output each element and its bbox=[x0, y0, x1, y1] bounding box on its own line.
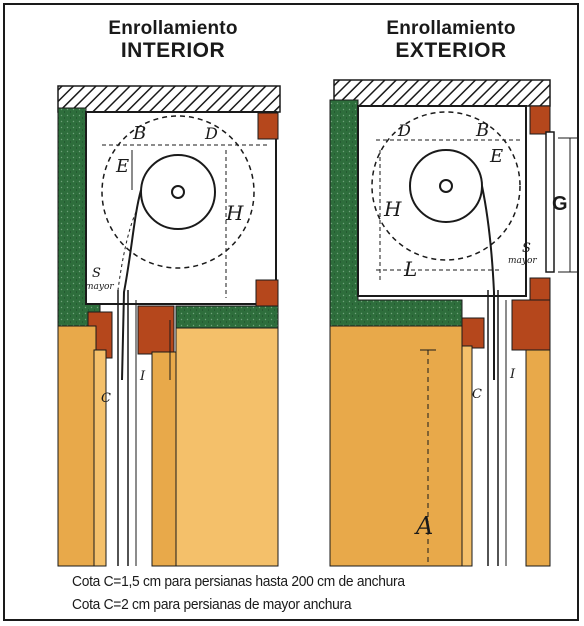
label-b-interior: B bbox=[132, 123, 146, 144]
label-e-interior: E bbox=[115, 156, 129, 177]
roll-max-diameter-exterior bbox=[371, 111, 521, 261]
ceiling-hatch-right bbox=[333, 79, 551, 107]
label-i-exterior: I bbox=[509, 367, 516, 382]
title-interior: Enrollamiento INTERIOR bbox=[48, 18, 298, 62]
title-exterior: Enrollamiento EXTERIOR bbox=[326, 18, 576, 62]
label-mayor-interior: mayor bbox=[85, 282, 114, 292]
label-mayor-exterior: mayor bbox=[508, 256, 537, 266]
roller-box-interior bbox=[85, 111, 277, 305]
wood-wall-right-interior bbox=[175, 327, 279, 567]
title-exterior-line2: EXTERIOR bbox=[395, 39, 507, 62]
wood-frame-left-exterior bbox=[461, 345, 473, 567]
label-c-interior: C bbox=[101, 391, 111, 406]
label-i-interior: I bbox=[139, 369, 146, 384]
caption-line1: Cota C=1,5 cm para persianas hasta 200 c… bbox=[72, 573, 405, 590]
label-l-exterior: L bbox=[403, 257, 417, 281]
diagram-exterior: B D E H G L S mayor C I A bbox=[329, 79, 578, 567]
roll-axle-interior bbox=[171, 185, 185, 199]
ceiling-hatch-left bbox=[57, 85, 281, 113]
brick-top-interior bbox=[257, 112, 279, 140]
wood-wall-left-interior bbox=[57, 325, 97, 567]
diagram-interior: B D E H S mayor C I bbox=[57, 85, 281, 567]
brick-frame-inner-interior bbox=[137, 305, 175, 355]
caption-line2: Cota C=2 cm para persianas de mayor anch… bbox=[72, 596, 352, 613]
wood-frame-right-exterior bbox=[525, 349, 551, 567]
title-exterior-line1: Enrollamiento bbox=[386, 18, 516, 39]
label-s-interior: S bbox=[92, 266, 101, 281]
brick-bottom-interior bbox=[255, 279, 279, 307]
label-d-exterior: D bbox=[397, 121, 411, 140]
brick-frame-exterior bbox=[511, 299, 551, 351]
title-interior-line2: INTERIOR bbox=[120, 39, 226, 62]
g-bar-exterior bbox=[545, 131, 555, 273]
brick-mid-exterior bbox=[529, 277, 551, 301]
label-g-exterior: G bbox=[552, 193, 568, 215]
label-e-exterior: E bbox=[489, 146, 503, 167]
label-b-exterior: B bbox=[475, 120, 489, 141]
brick-top-exterior bbox=[529, 105, 551, 135]
wood-wall-exterior bbox=[329, 325, 463, 567]
label-c-exterior: C bbox=[472, 387, 482, 402]
wood-frame-right-interior bbox=[151, 351, 177, 567]
label-h-exterior: H bbox=[383, 197, 402, 221]
roll-axle-exterior bbox=[439, 179, 453, 193]
label-a-exterior: A bbox=[414, 512, 433, 540]
label-h-interior: H bbox=[225, 201, 244, 225]
label-s-exterior: S bbox=[522, 241, 531, 256]
roller-box-exterior bbox=[357, 105, 527, 297]
wood-frame-left-interior bbox=[93, 349, 107, 567]
label-d-interior: D bbox=[204, 124, 218, 143]
title-interior-line1: Enrollamiento bbox=[108, 18, 238, 39]
roll-max-diameter-interior bbox=[101, 115, 255, 269]
brick-frame-inner-exterior bbox=[461, 317, 485, 349]
lintel-interior bbox=[175, 305, 279, 329]
